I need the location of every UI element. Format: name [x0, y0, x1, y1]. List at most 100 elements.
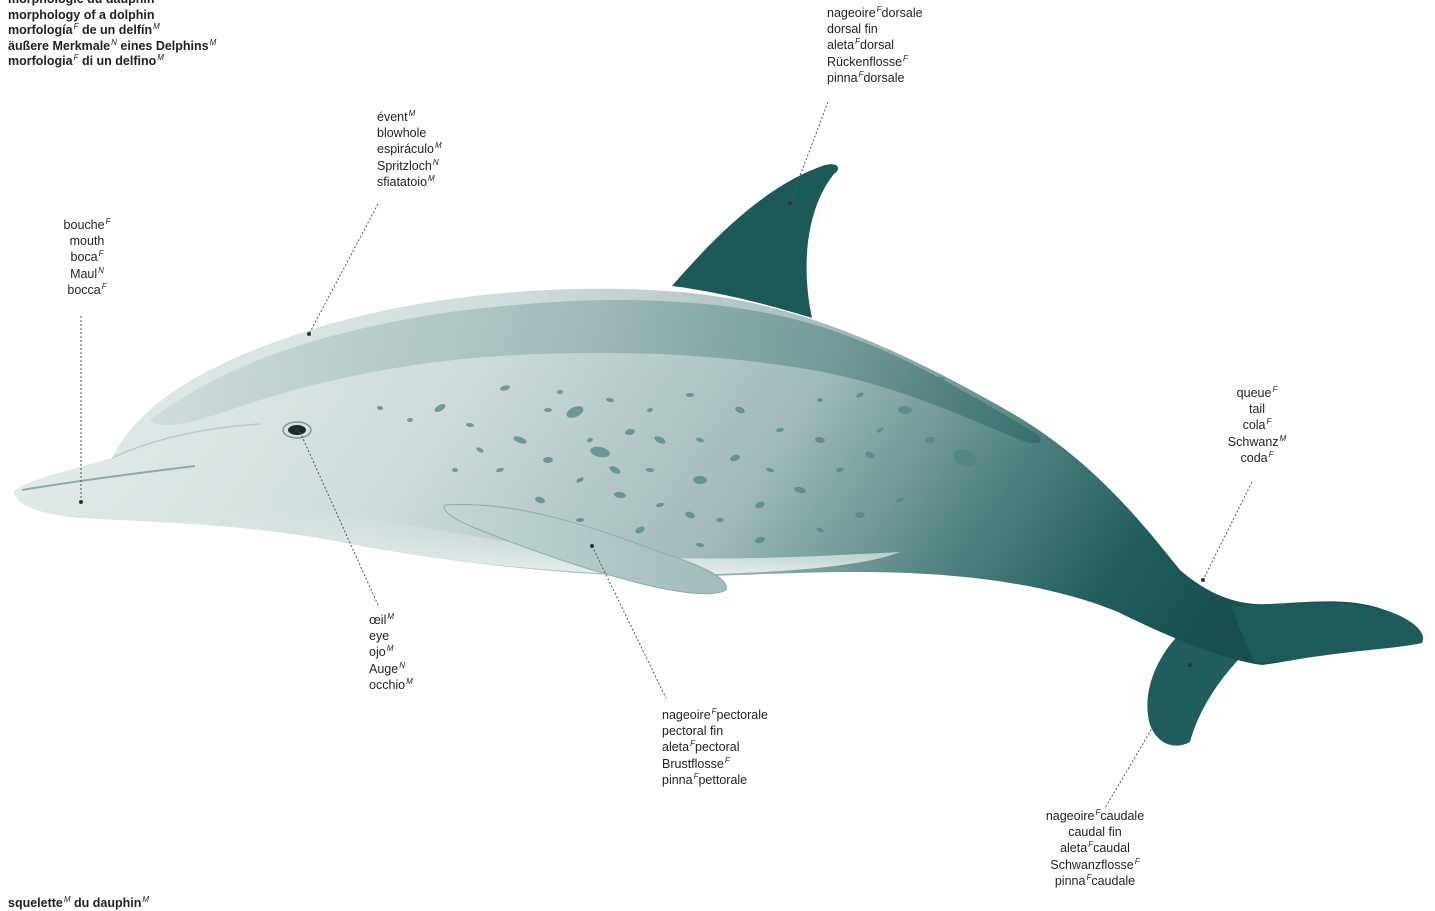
gender-marker: F: [903, 54, 908, 63]
term-text: coda: [1241, 451, 1268, 465]
term-text: morphology of a dolphin: [8, 8, 155, 22]
pectoral-fin-dot: [590, 544, 594, 548]
term-text: morfologia: [8, 54, 73, 68]
label-line: sfiatatoioM: [377, 174, 442, 190]
label-line: SpritzlochN: [377, 158, 442, 174]
term-text: eye: [369, 629, 389, 643]
label-line: SchwanzM: [1218, 434, 1296, 450]
gender-marker: F: [106, 217, 111, 226]
label-mouth: boucheFmouthbocaFMaulNboccaF: [60, 217, 114, 298]
term-text: dorsal: [860, 38, 894, 52]
term-text: Schwanz: [1228, 435, 1279, 449]
gender-marker: M: [64, 895, 71, 904]
term-text: dorsale: [863, 71, 904, 85]
label-line: aletaFpectoral: [662, 739, 768, 755]
label-line: MaulN: [60, 266, 114, 282]
label-line: pinnaFpettorale: [662, 772, 768, 788]
body-spot: [686, 393, 694, 397]
term-text: di un delfino: [78, 54, 156, 68]
term-text: occhio: [369, 678, 405, 692]
title-line: morphologie du dauphin: [8, 0, 216, 8]
term-text: äußere Merkmale: [8, 39, 110, 53]
blowhole-dot: [307, 332, 311, 336]
term-text: de un delfín: [78, 23, 152, 37]
term-text: Brustflosse: [662, 757, 724, 771]
term-text: cola: [1243, 418, 1266, 432]
term-text: ojo: [369, 645, 386, 659]
gender-marker: M: [210, 38, 217, 47]
term-text: pinna: [662, 773, 693, 787]
label-line: codaF: [1218, 450, 1296, 466]
term-text: bocca: [67, 283, 100, 297]
term-text: du dauphin: [71, 896, 142, 910]
gender-marker: N: [98, 266, 104, 275]
term-text: pinna: [1055, 874, 1086, 888]
eye-dot: [295, 428, 299, 432]
gender-marker: F: [1269, 450, 1274, 459]
label-line: RückenflosseF: [827, 54, 923, 70]
term-text: morphologie du dauphin: [8, 0, 155, 6]
label-line: colaF: [1218, 417, 1296, 433]
gender-marker: F: [1135, 857, 1140, 866]
gender-marker: M: [1280, 434, 1287, 443]
gender-marker: N: [399, 661, 405, 670]
term-text: nageoire: [1046, 809, 1095, 823]
term-text: sfiatatoio: [377, 175, 427, 189]
label-line: BrustflosseF: [662, 756, 768, 772]
term-text: Schwanzflosse: [1050, 858, 1133, 872]
term-text: œil: [369, 613, 386, 627]
term-text: aleta: [662, 740, 689, 754]
gender-marker: M: [435, 141, 442, 150]
term-text: caudale: [1091, 874, 1135, 888]
upper-fluke: [1232, 603, 1423, 663]
label-line: boucheF: [60, 217, 114, 233]
term-text: tail: [1249, 402, 1265, 416]
title-line: morfologiaF di un delfinoM: [8, 54, 216, 70]
label-line: eye: [369, 628, 413, 644]
gender-marker: M: [153, 22, 160, 31]
label-line: pinnaFcaudale: [1030, 873, 1160, 889]
term-text: pectoral fin: [662, 724, 723, 738]
term-text: Rückenflosse: [827, 55, 902, 69]
term-text: dorsale: [882, 6, 923, 20]
gender-marker: F: [725, 756, 730, 765]
gender-marker: F: [102, 282, 107, 291]
gender-marker: F: [1272, 385, 1277, 394]
gender-marker: M: [406, 677, 413, 686]
title-line: äußere MerkmaleN eines DelphinsM: [8, 39, 216, 55]
label-line: SchwanzflosseF: [1030, 857, 1160, 873]
caudal-fin-dot: [1188, 663, 1192, 667]
label-line: espiráculoM: [377, 141, 442, 157]
gender-marker: N: [433, 158, 439, 167]
term-text: bouche: [64, 218, 105, 232]
label-line: œilM: [369, 612, 413, 628]
term-text: pinna: [827, 71, 858, 85]
label-line: aletaFcaudal: [1030, 840, 1160, 856]
gender-marker: M: [142, 895, 149, 904]
label-line: pinnaFdorsale: [827, 70, 923, 86]
label-dorsal-fin: nageoireFdorsaledorsal finaletaFdorsalRü…: [827, 5, 923, 86]
label-line: blowhole: [377, 125, 442, 141]
tail-leader: [1203, 482, 1252, 580]
tail-dot: [1201, 578, 1205, 582]
term-text: caudale: [1100, 809, 1144, 823]
term-text: espiráculo: [377, 142, 434, 156]
label-line: AugeN: [369, 661, 413, 677]
term-text: squelette: [8, 896, 63, 910]
label-line: bocaF: [60, 249, 114, 265]
term-text: eines Delphins: [117, 39, 209, 53]
label-line: queueF: [1218, 385, 1296, 401]
label-line: nageoireFcaudale: [1030, 808, 1160, 824]
term-text: nageoire: [662, 708, 711, 722]
label-pectoral-fin: nageoireFpectoralepectoral finaletaFpect…: [662, 707, 768, 788]
label-line: mouth: [60, 233, 114, 249]
term-text: caudal fin: [1068, 825, 1122, 839]
term-text: Maul: [70, 267, 97, 281]
label-line: boccaF: [60, 282, 114, 298]
dorsal-fin-dot: [788, 201, 792, 205]
term-text: mouth: [70, 234, 105, 248]
title-line: morfologíaF de un delfínM: [8, 23, 216, 39]
term-text: caudal: [1093, 841, 1130, 855]
term-text: morfología: [8, 23, 73, 37]
